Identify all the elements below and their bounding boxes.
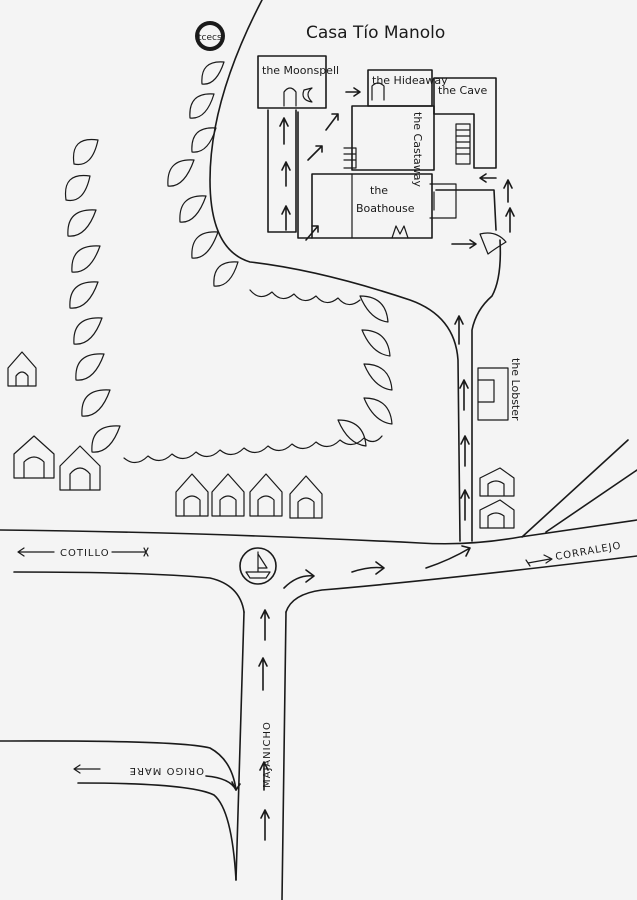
house-icon [249,473,283,517]
road-label-majanicho: MAJANICHO [262,721,273,788]
label-moonspell: the Moonspell [262,64,339,77]
roundabout [239,547,277,585]
boat-icon [245,551,271,579]
logo: tcecs [195,21,225,51]
label-boathouse-line1: the [370,184,388,197]
house-icon [13,435,55,479]
lobster-building [477,367,509,421]
house-icon [289,475,323,519]
house-icon [59,445,101,491]
origo-mare-road-top [0,740,237,791]
house-icon [175,473,209,517]
corralejo-side-road-1 [521,439,629,538]
houses [7,351,515,529]
cave-stairs [455,123,471,165]
majanicho-road-right-edge [281,611,287,900]
corralejo-side-road-2 [545,469,637,533]
moon-icon [302,87,313,103]
road-label-origo-mare: ORIGO MARE [129,765,204,776]
house-icon [479,467,515,497]
gate-stairs [479,232,507,255]
label-boathouse-line2: Boathouse [356,202,415,215]
road-markers [17,547,553,774]
boathouse-door [391,225,409,239]
tree-border-left [64,138,383,464]
label-lobster: the Lobster [509,358,522,421]
house-icon [211,473,245,517]
tree-border-inner [167,61,393,447]
main-road-bottom-edge-right [285,555,637,613]
boathouse-building [311,173,433,239]
logo-text: tcecs [198,33,222,43]
map-title: Casa Tío Manolo [306,23,445,43]
main-road-top-edge [0,519,637,545]
castaway-building [351,105,435,171]
label-cave: the Cave [438,84,487,97]
label-hideaway: the Hideaway [372,74,448,87]
moonspell-building [257,55,327,109]
origo-mare-road-bottom [77,782,237,881]
house-icon [479,499,515,529]
majanicho-road-left-edge [235,611,245,881]
road-label-cotillo: COTILLO [60,548,110,559]
castaway-stairs [343,147,357,169]
direction-arrows [205,87,515,841]
access-road-left [209,0,461,542]
main-road-bottom-edge-left [13,571,245,613]
access-road-right [471,239,502,542]
label-castaway: the Castaway [411,112,424,187]
house-icon [7,351,37,387]
casa-complex [257,55,507,255]
